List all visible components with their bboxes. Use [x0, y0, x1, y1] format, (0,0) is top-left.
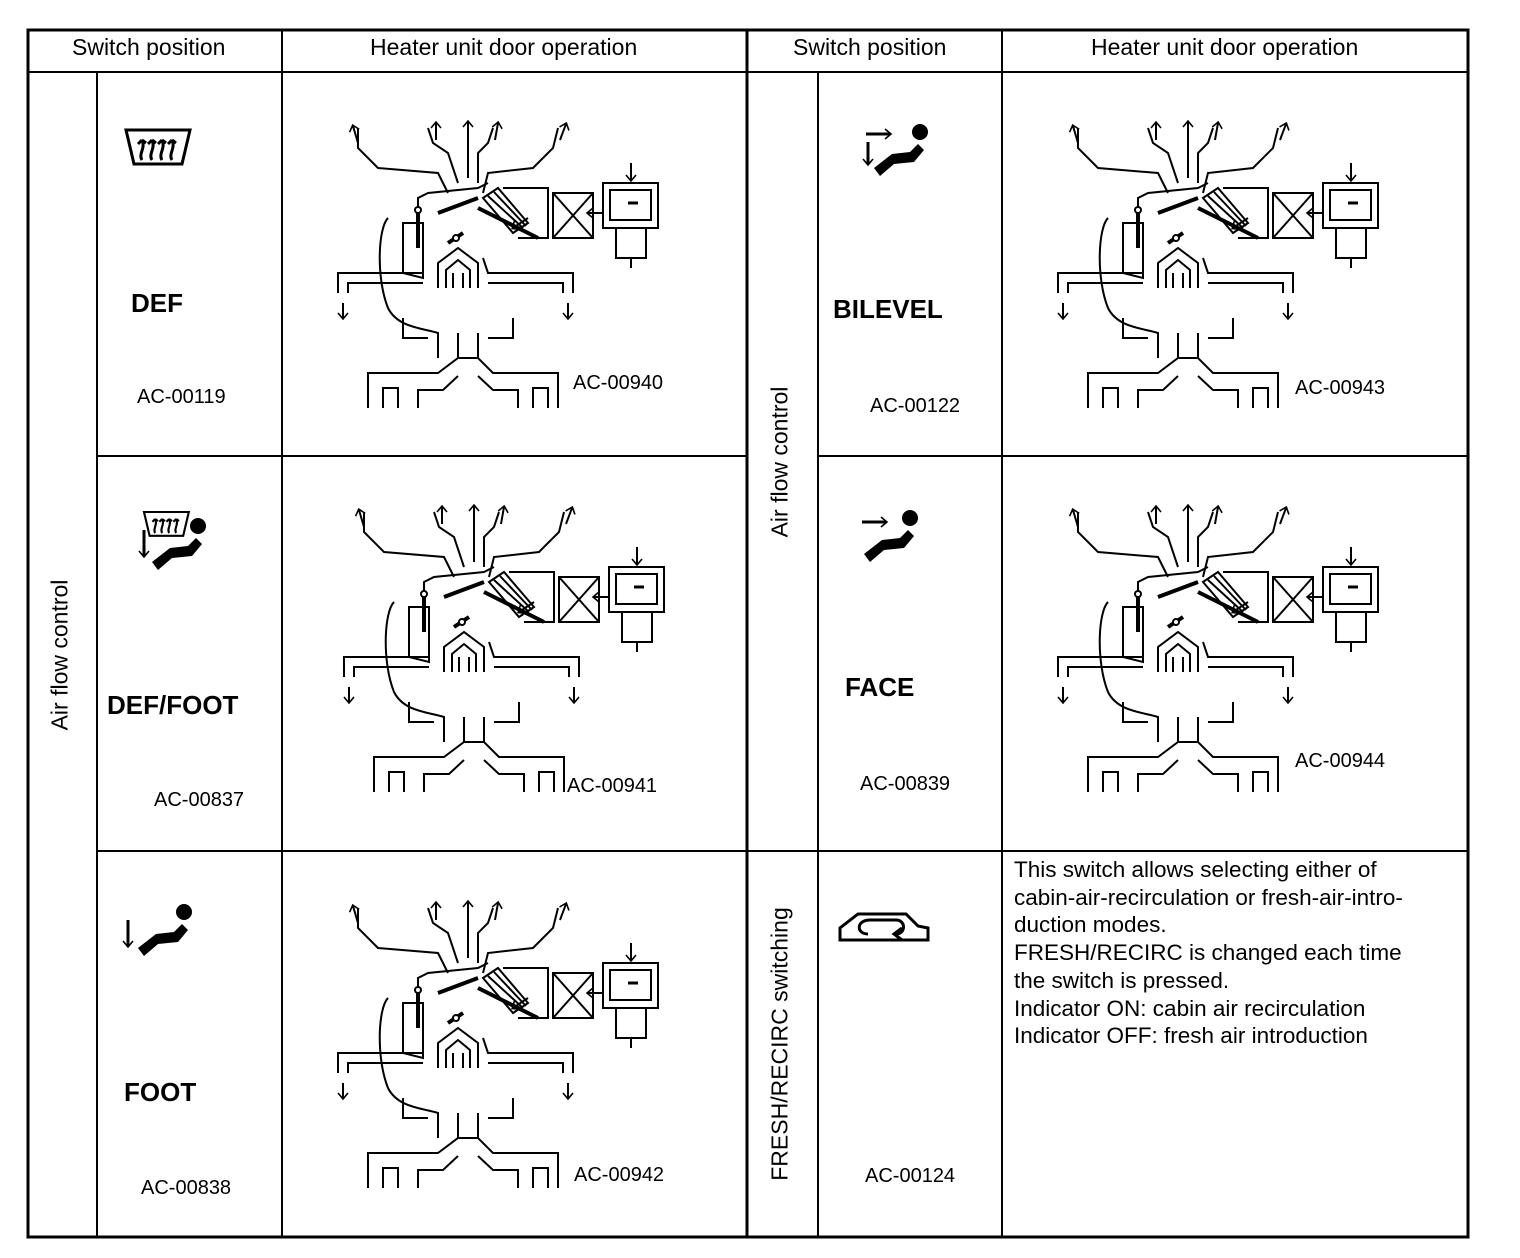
diagram-code-def: AC-00940 [573, 372, 664, 394]
def-foot-icon [138, 510, 206, 570]
icon-code-bilevel: AC-00122 [870, 395, 961, 417]
mode-name-foot: FOOT [124, 1077, 197, 1107]
recirc-description-line: cabin-air-recirculation or fresh-air-int… [1014, 884, 1403, 910]
icon-code-face: AC-00839 [860, 773, 951, 795]
recirc-description-line: FRESH/RECIRC is changed each time [1014, 940, 1402, 966]
recirc-description-line: duction modes. [1014, 912, 1167, 938]
header-switch-position-right: Switch position [793, 34, 947, 60]
icon-code-recirc: AC-00124 [865, 1165, 956, 1187]
face-seat-icon [862, 510, 918, 562]
recirc-description-line: the switch is pressed. [1014, 967, 1230, 993]
mode-name-def-foot: DEF/FOOT [107, 690, 239, 720]
mode-name-def: DEF [131, 288, 183, 318]
recirc-description: This switch allows selecting either of c… [1014, 856, 1460, 1050]
recirc-description-line: Indicator OFF: fresh air introduction [1014, 1023, 1368, 1049]
def-foot-door-diagram [344, 506, 664, 792]
header-switch-position-left: Switch position [72, 34, 226, 60]
icon-code-def-foot: AC-00837 [154, 789, 245, 811]
def-windshield-icon [124, 128, 192, 166]
bilevel-door-diagram [1058, 122, 1378, 408]
header-door-operation-left: Heater unit door operation [370, 34, 638, 60]
mode-name-bilevel: BILEVEL [833, 294, 943, 324]
diagram-code-face: AC-00944 [1295, 750, 1386, 772]
header-door-operation-right: Heater unit door operation [1091, 34, 1359, 60]
recirc-description-line: This switch allows selecting either of [1014, 857, 1377, 882]
diagram-code-def-foot: AC-00941 [567, 775, 658, 797]
mode-name-face: FACE [845, 672, 915, 702]
group-label-fresh-recirc: FRESH/RECIRC switching [766, 907, 793, 1181]
icon-code-foot: AC-00838 [141, 1177, 232, 1199]
recirc-car-icon [838, 912, 930, 942]
group-label-air-flow-left: Air flow control [46, 579, 73, 731]
bilevel-seat-icon [862, 124, 928, 176]
diagram-code-bilevel: AC-00943 [1295, 377, 1386, 399]
foot-seat-icon [122, 904, 192, 956]
icon-code-def: AC-00119 [137, 386, 226, 408]
group-label-air-flow-right: Air flow control [766, 386, 793, 538]
foot-door-diagram [338, 902, 658, 1188]
def-door-diagram [338, 122, 658, 408]
recirc-description-line: Indicator ON: cabin air recirculation [1014, 995, 1366, 1021]
diagram-code-foot: AC-00942 [574, 1164, 665, 1186]
